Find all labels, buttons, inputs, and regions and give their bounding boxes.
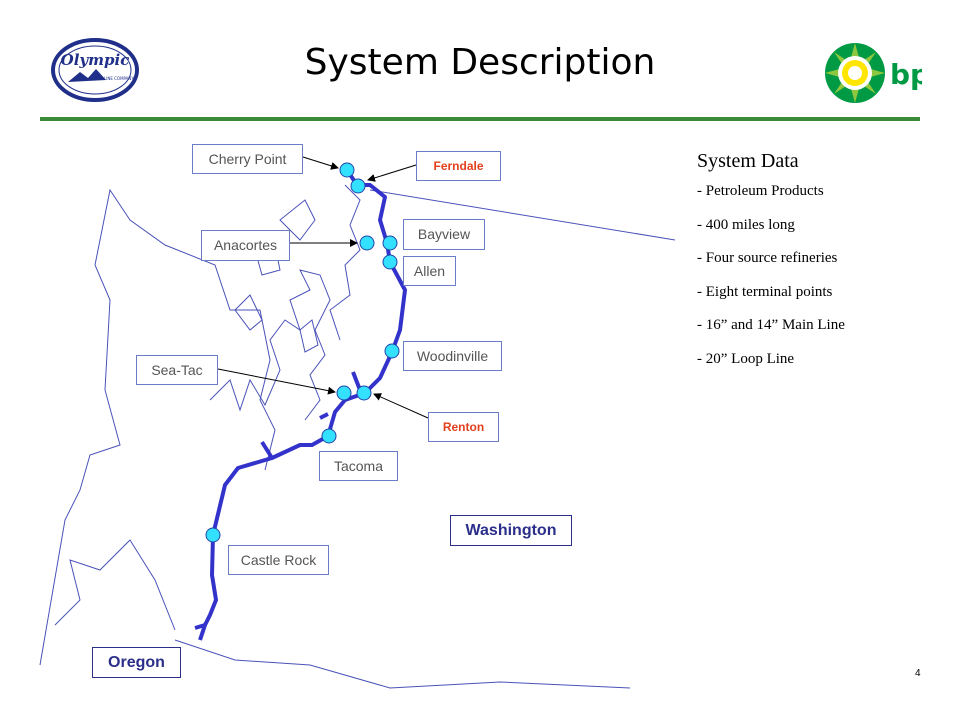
label-anacortes: Anacortes — [201, 230, 290, 261]
label-renton: Renton — [428, 412, 499, 442]
label-woodinville: Woodinville — [403, 341, 502, 371]
system-data-panel: System Data - Petroleum Products - 400 m… — [697, 150, 845, 384]
node-bayview — [382, 235, 398, 251]
island-outline-4 — [299, 319, 319, 353]
renton-arrow — [373, 393, 429, 419]
label-ferndale: Ferndale — [416, 151, 501, 181]
coastline-outline — [39, 184, 676, 689]
label-cherry-point: Cherry Point — [192, 144, 303, 174]
southwest-outline — [54, 539, 176, 631]
label-bayview: Bayview — [403, 219, 485, 250]
label-washington: Washington — [450, 515, 572, 546]
terminus-spur — [194, 623, 207, 641]
terminal-nodes — [205, 162, 400, 543]
branch-spur — [260, 440, 274, 460]
label-castle-rock: Castle Rock — [228, 545, 329, 575]
system-data-item: - Four source refineries — [697, 250, 838, 266]
puget-sound-outline-west — [209, 269, 331, 421]
puget-sound-outline-east — [329, 184, 361, 341]
bp-logo-text: bp — [890, 58, 922, 91]
title-divider — [40, 117, 920, 121]
system-data-heading: System Data — [697, 150, 799, 172]
node-anacortes — [359, 235, 375, 251]
washington-border-line — [369, 189, 676, 241]
tacoma-spur — [319, 412, 329, 420]
bp-logo: bp — [825, 43, 922, 103]
system-data-item: - Eight terminal points — [697, 283, 833, 300]
olympic-logo-text: Olympic — [61, 51, 130, 69]
node-allen — [382, 254, 398, 270]
sea-tac-arrow — [217, 368, 336, 395]
island-outline-1 — [279, 199, 316, 241]
node-woodinville — [384, 343, 400, 359]
olympic-logo-subtext: PIPE LINE COMPANY — [94, 76, 134, 81]
ferndale-arrow — [367, 164, 417, 182]
page-number: 4 — [915, 668, 921, 679]
system-data-item: - 16” and 14” Main Line — [697, 317, 845, 333]
node-cherry-point — [339, 162, 355, 178]
node-tacoma — [321, 428, 337, 444]
slide-title: System Description — [304, 42, 656, 83]
node-sea-tac — [336, 385, 352, 401]
system-data-list: - Petroleum Products - 400 miles long - … — [697, 183, 845, 384]
cherry-point-arrow — [302, 156, 339, 170]
callout-arrows — [217, 156, 429, 419]
label-allen: Allen — [403, 256, 456, 286]
label-oregon: Oregon — [92, 647, 181, 678]
oregon-border-line — [174, 639, 631, 689]
node-ferndale — [350, 178, 366, 194]
system-data-item: - 400 miles long — [697, 216, 795, 233]
label-sea-tac: Sea-Tac — [136, 355, 218, 385]
system-data-item: - 20” Loop Line — [697, 350, 795, 367]
node-renton — [356, 385, 372, 401]
system-data-item: - Petroleum Products — [697, 183, 824, 199]
sea-tac-spur — [351, 371, 362, 391]
west-coast-outline — [39, 188, 276, 666]
node-castle-rock — [205, 527, 221, 543]
olympic-logo: Olympic PIPE LINE COMPANY — [51, 38, 139, 102]
label-tacoma: Tacoma — [319, 451, 398, 481]
island-outline-3 — [234, 294, 263, 331]
